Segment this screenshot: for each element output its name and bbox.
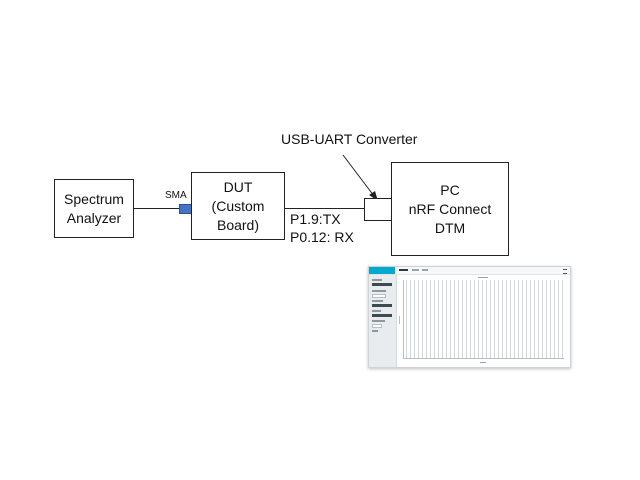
chart-bar: [414, 280, 415, 358]
chart-bar: [410, 280, 411, 358]
pin-labels: P1.9:TX P0.12: RX: [290, 211, 354, 245]
rf-cable-line: [134, 208, 180, 209]
chart-bar: [518, 280, 519, 358]
menu-icon: [563, 269, 567, 274]
chart-bar: [542, 280, 543, 358]
chart-bar: [490, 280, 491, 358]
dut-box: DUT (Custom Board): [191, 172, 285, 240]
chart-bar: [494, 280, 495, 358]
chart-bar: [562, 280, 563, 358]
app-screenshot-thumbnail: [368, 266, 571, 368]
sidebar-select: [372, 304, 392, 307]
sidebar-text: [372, 310, 381, 312]
chart-bar: [502, 280, 503, 358]
chart-bar: [434, 280, 435, 358]
app-nav-item: [422, 269, 428, 271]
chart-bar: [438, 280, 439, 358]
chart-bar: [534, 280, 535, 358]
chart-bar: [510, 280, 511, 358]
app-nav-item: [399, 269, 408, 271]
app-brand-bar: [369, 267, 395, 274]
chart-bar: [546, 280, 547, 358]
sidebar-input: [372, 294, 386, 298]
sidebar-toggle: [372, 283, 392, 286]
sidebar-input: [372, 324, 382, 328]
chart-bar: [526, 280, 527, 358]
chart-bar: [458, 280, 459, 358]
chart-bar: [530, 280, 531, 358]
sidebar-text: [372, 330, 378, 332]
sidebar-heading: [372, 279, 382, 281]
chart-bar: [430, 280, 431, 358]
chart-bar: [454, 280, 455, 358]
chart-bar: [462, 280, 463, 358]
chart-bar: [558, 280, 559, 358]
chart-y-axis-placeholder: [399, 315, 400, 324]
app-nav-item: [412, 269, 419, 271]
chart-bar: [474, 280, 475, 358]
chart-bar: [550, 280, 551, 358]
chart-bar: [478, 280, 479, 358]
spectrum-analyzer-label: Spectrum Analyzer: [64, 190, 124, 226]
chart-bar: [422, 280, 423, 358]
dut-label: DUT (Custom Board): [211, 178, 265, 233]
chart-bar: [450, 280, 451, 358]
chart-plot-area: [403, 280, 564, 359]
spectrum-analyzer-box: Spectrum Analyzer: [54, 179, 134, 238]
pc-label: PC nRF Connect DTM: [408, 181, 492, 236]
sidebar-select: [372, 314, 392, 317]
chart-bar: [470, 280, 471, 358]
chart-bar: [486, 280, 487, 358]
chart-x-axis-placeholder: [479, 362, 486, 363]
uart-line: [285, 208, 364, 209]
chart-bar: [426, 280, 427, 358]
chart-bar: [466, 280, 467, 358]
chart-bar: [506, 280, 507, 358]
app-top-bar: [369, 267, 570, 275]
chart-title-placeholder: [477, 277, 488, 278]
pc-box: PC nRF Connect DTM: [391, 162, 509, 256]
sidebar-text: [372, 300, 383, 302]
chart-bar: [446, 280, 447, 358]
chart-bar: [406, 280, 407, 358]
chart-bar: [442, 280, 443, 358]
chart-bar: [554, 280, 555, 358]
chart-bar: [538, 280, 539, 358]
chart-bar: [522, 280, 523, 358]
chart-bar: [482, 280, 483, 358]
app-sidebar: [369, 275, 397, 367]
usb-uart-label: USB-UART Converter: [281, 131, 418, 147]
chart-bar: [418, 280, 419, 358]
chart-bar: [514, 280, 515, 358]
usb-uart-converter-box: [364, 198, 392, 221]
chart-bar: [498, 280, 499, 358]
sma-label: SMA: [165, 190, 187, 201]
sidebar-text: [372, 320, 385, 322]
sidebar-text: [372, 290, 386, 292]
app-chart-panel: [399, 276, 566, 364]
